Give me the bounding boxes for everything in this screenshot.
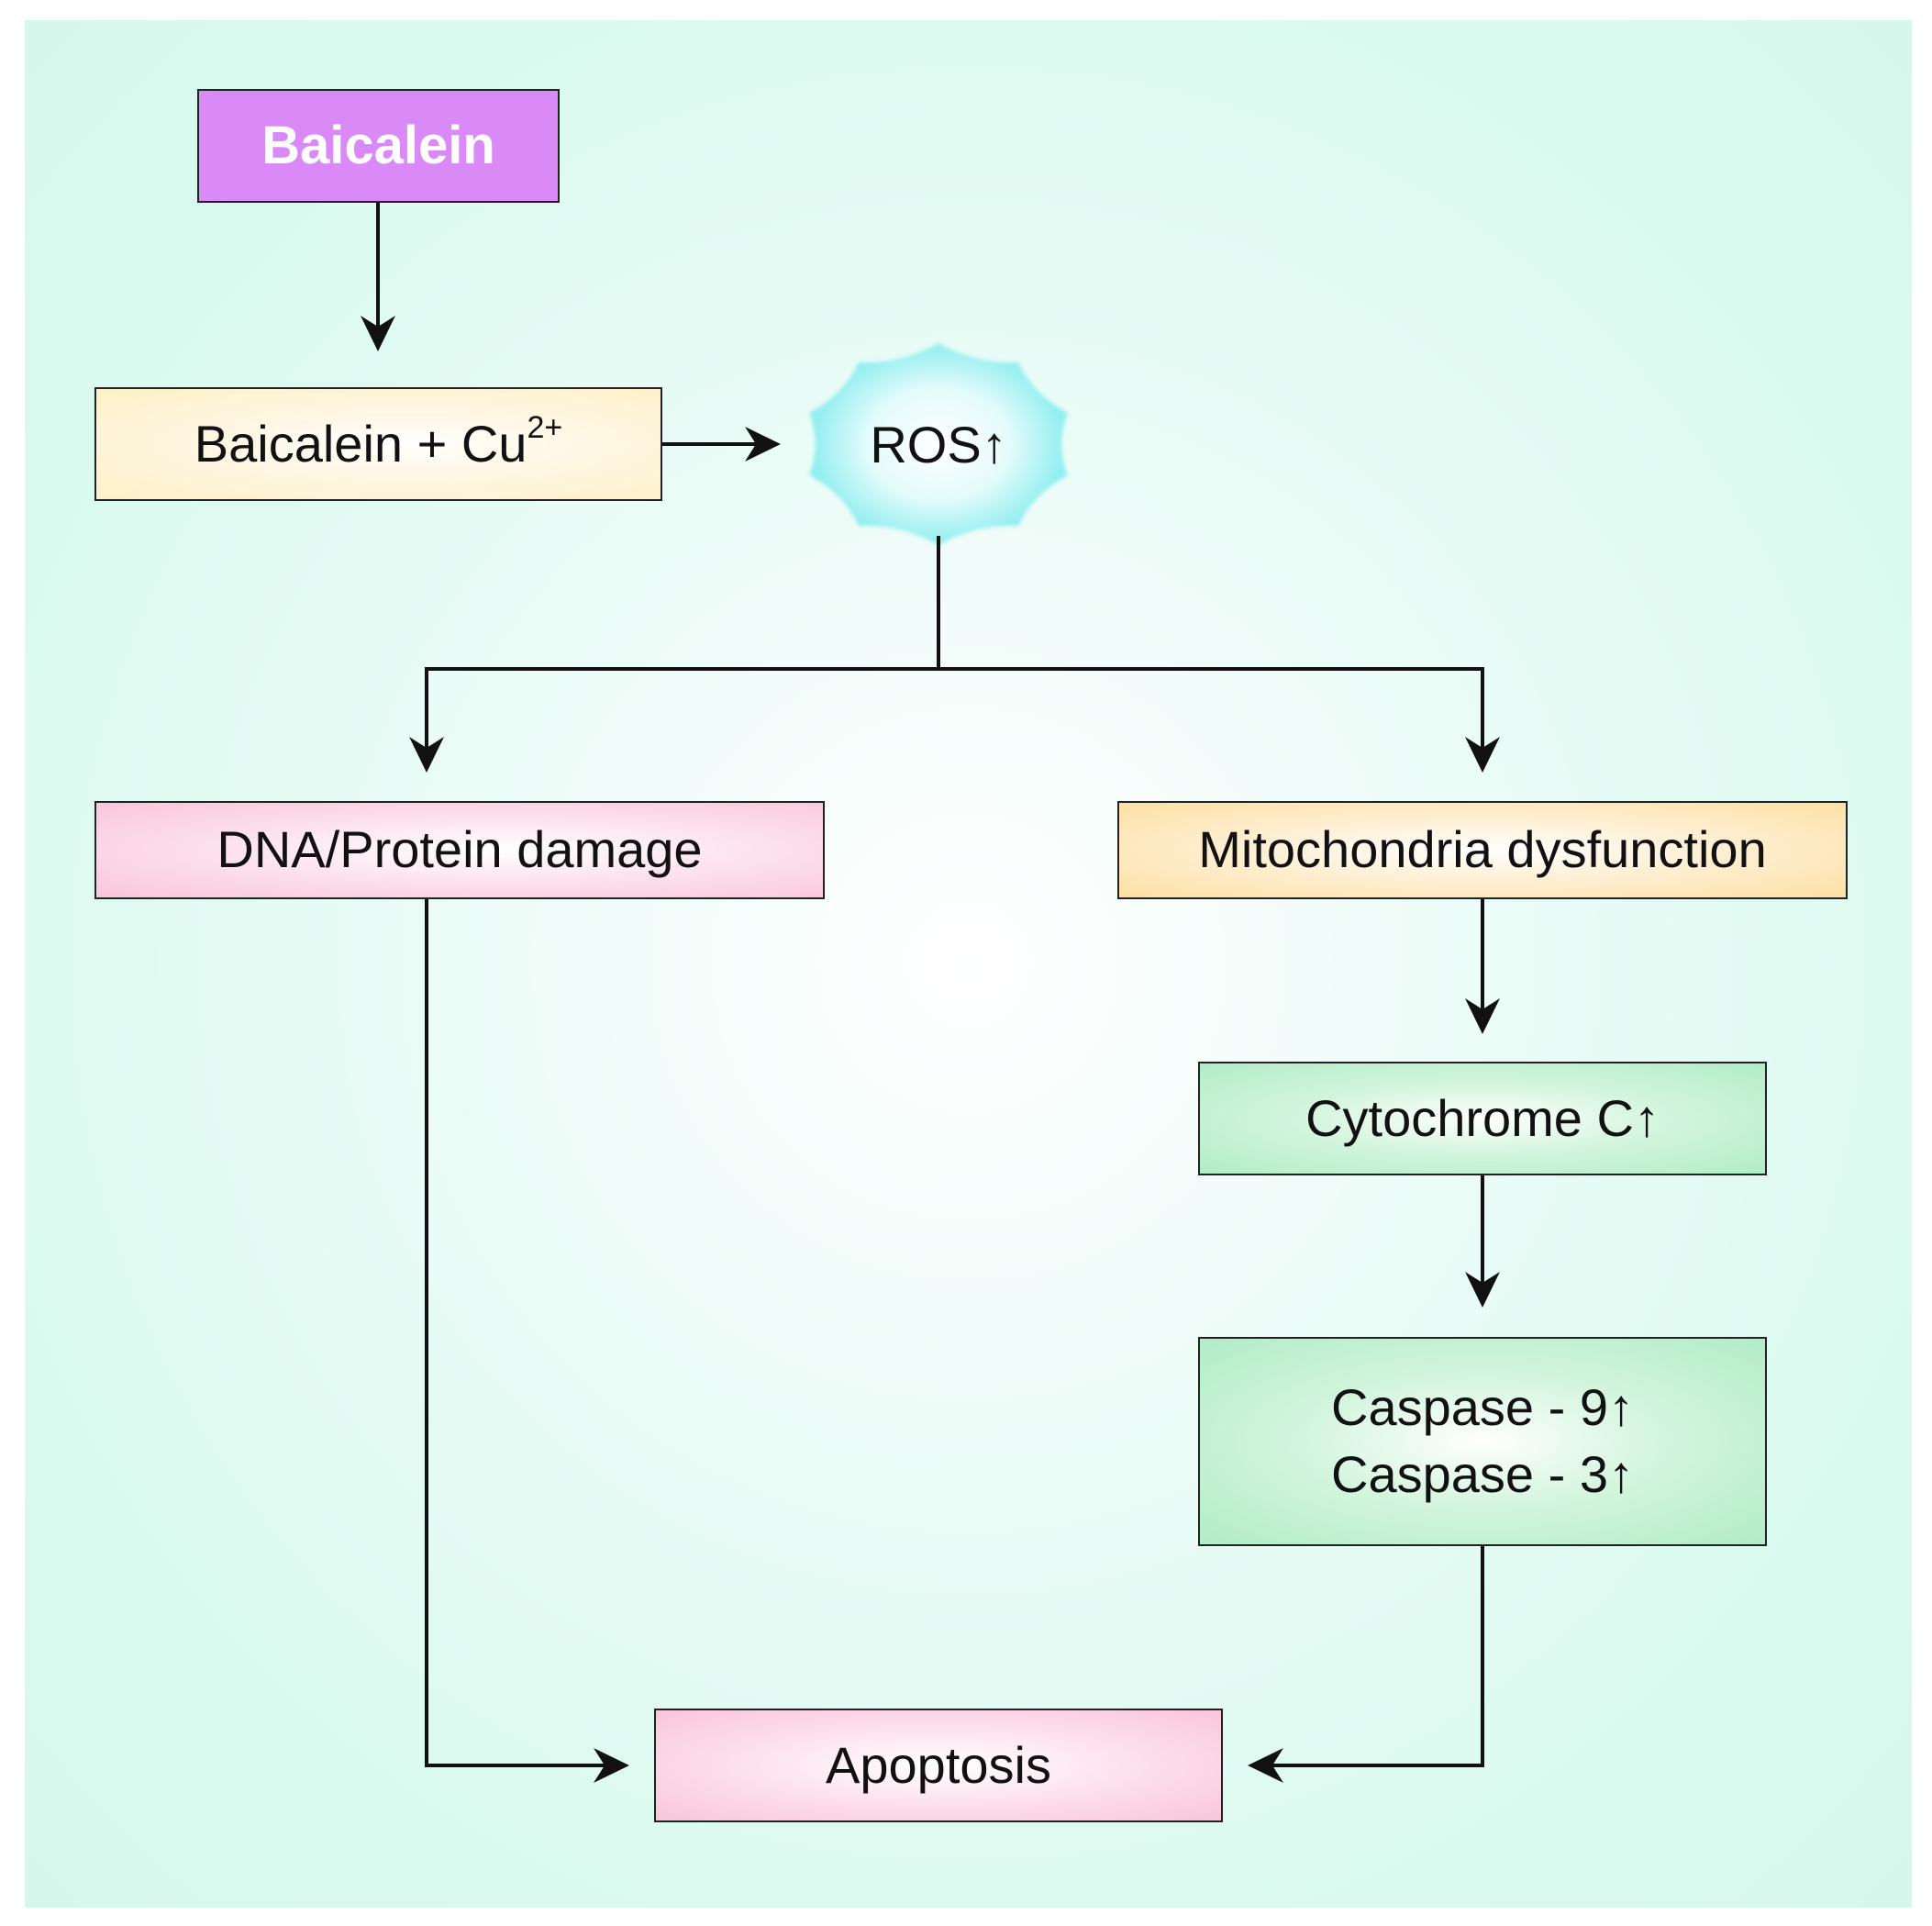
- arrowhead-caspase-to-apoptosis: [1248, 1748, 1283, 1783]
- cytochrome-label: Cytochrome C↑: [1305, 1088, 1660, 1147]
- arrowhead-to-mito: [1465, 737, 1500, 773]
- apoptosis-box: Apoptosis: [654, 1709, 1223, 1822]
- dna-damage-label: DNA/Protein damage: [217, 820, 703, 879]
- ros-label: ROS↑: [870, 415, 1007, 473]
- caspase-9-label: Caspase - 9↑: [1331, 1378, 1634, 1437]
- ros-burst-shape: [809, 343, 1068, 545]
- baicalein-label: Baicalein: [261, 116, 495, 176]
- mitochondria-dysfunction-box: Mitochondria dysfunction: [1117, 801, 1848, 899]
- arrowhead-to-caspase: [1465, 1272, 1500, 1308]
- cytochrome-c-box: Cytochrome C↑: [1198, 1062, 1767, 1175]
- arrowhead-to-cyto: [1465, 998, 1500, 1034]
- arrowhead-to-ros: [745, 427, 781, 462]
- baicalein-box: Baicalein: [197, 89, 560, 203]
- dna-protein-damage-box: DNA/Protein damage: [94, 801, 825, 899]
- complex-label: Baicalein + Cu2+: [194, 411, 562, 478]
- caspase-3-label: Caspase - 3↑: [1331, 1445, 1634, 1503]
- complex-label-text: Baicalein + Cu: [194, 414, 527, 473]
- arrowhead-to-complex: [361, 316, 395, 351]
- apoptosis-label: Apoptosis: [826, 1735, 1051, 1794]
- mitochondria-label: Mitochondria dysfunction: [1198, 820, 1767, 879]
- ros-node: ROS↑: [805, 396, 1071, 492]
- complex-label-superscript: 2+: [527, 409, 563, 445]
- connector-dna-apoptosis: [425, 899, 619, 1767]
- baicalein-copper-complex-box: Baicalein + Cu2+: [94, 387, 662, 501]
- caspase-box: Caspase - 9↑ Caspase - 3↑: [1198, 1337, 1767, 1546]
- arrowhead-to-dna: [409, 737, 444, 773]
- connector-caspase-apoptosis: [1259, 1546, 1484, 1767]
- arrowhead-dna-to-apoptosis: [594, 1748, 629, 1783]
- diagram-panel: [25, 20, 1912, 1908]
